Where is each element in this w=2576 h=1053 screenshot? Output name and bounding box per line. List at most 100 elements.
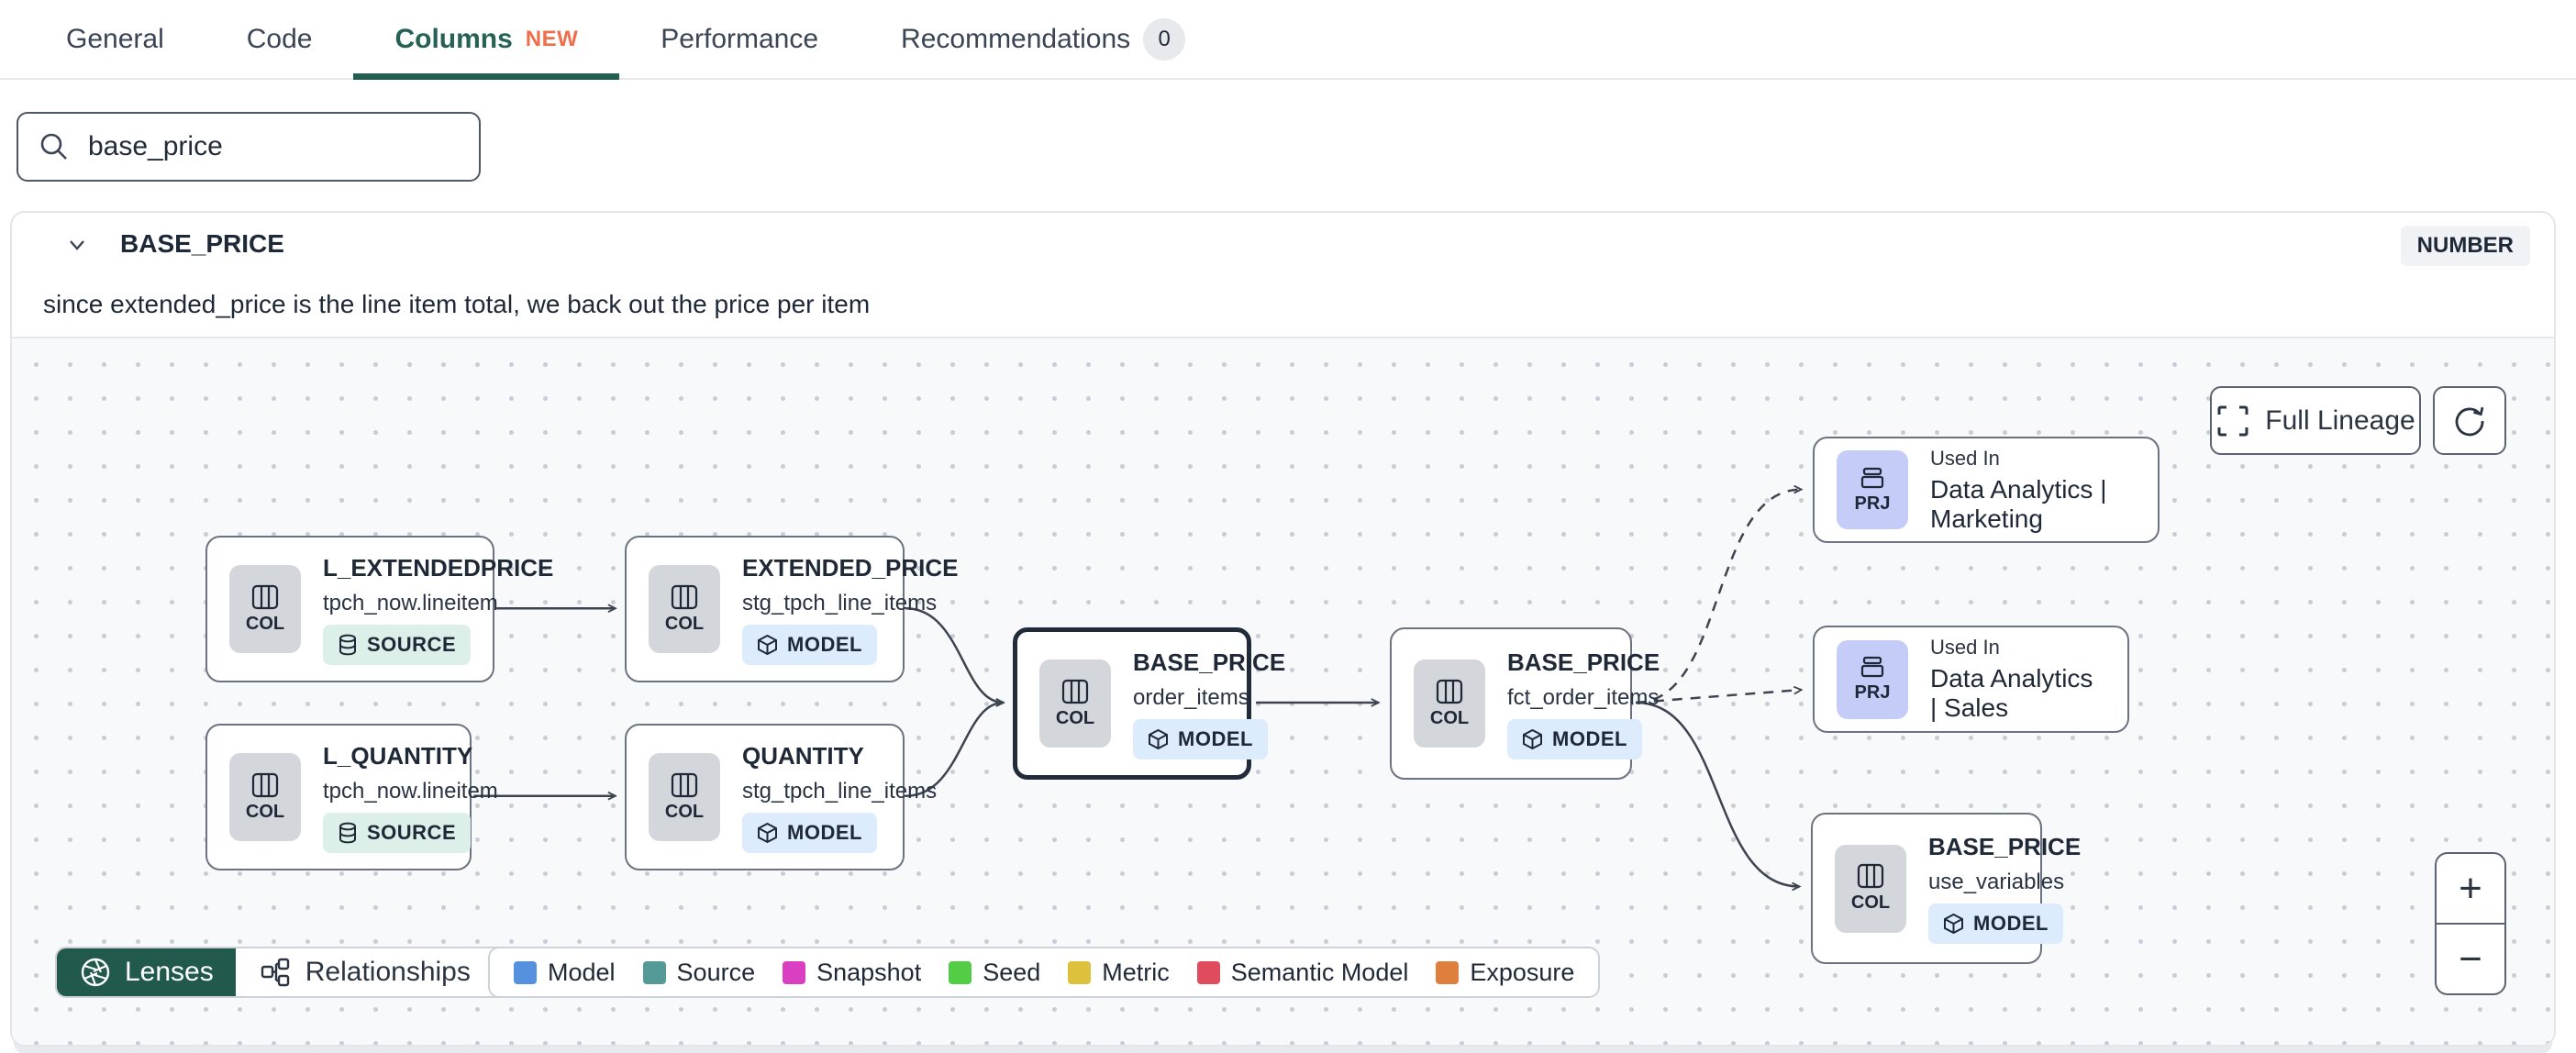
node-subtitle: order_items xyxy=(1133,684,1249,710)
expand-icon xyxy=(2217,405,2248,436)
source-swatch xyxy=(642,960,666,984)
legend-item-snapshot: Snapshot xyxy=(783,959,921,987)
snapshot-swatch xyxy=(783,960,806,984)
columns-icon xyxy=(1061,679,1089,704)
chip-label: COL xyxy=(1850,892,1891,913)
collapse-chevron-icon[interactable] xyxy=(63,235,91,255)
node-extended-price[interactable]: COL EXTENDED_PRICE stg_tpch_line_items M… xyxy=(625,536,959,682)
legend-item-source: Source xyxy=(642,959,755,987)
model-badge: MODEL xyxy=(1928,903,2063,944)
lineage-canvas[interactable]: COL L_EXTENDEDPRICE tpch_now.lineitem SO… xyxy=(12,337,2554,1045)
legend-item-seed: Seed xyxy=(949,959,1040,987)
tab-code[interactable]: Code xyxy=(205,0,354,78)
source-badge: SOURCE xyxy=(323,812,472,853)
legend-item-model: Model xyxy=(514,959,616,987)
lineage-edges xyxy=(473,484,1804,892)
legend-item-exposure: Exposure xyxy=(1436,959,1574,987)
column-search[interactable] xyxy=(17,112,481,182)
node-quantity[interactable]: COL QUANTITY stg_tpch_line_items MODEL xyxy=(625,724,937,870)
relationships-label: Relationships xyxy=(305,957,471,987)
node-title: Data Analytics | Sales xyxy=(1930,664,2093,722)
tab-performance[interactable]: Performance xyxy=(619,0,860,78)
columns-icon xyxy=(1436,679,1463,704)
chip-label: PRJ xyxy=(1854,493,1891,514)
columns-icon xyxy=(251,584,279,609)
chip-label: COL xyxy=(1055,707,1095,728)
node-title: Data Analytics | Marketing xyxy=(1930,474,2107,533)
tab-columns-label: Columns xyxy=(394,23,513,54)
node-subtitle: use_variables xyxy=(1928,870,2065,894)
node-used-in-sales[interactable]: PRJ Used In Data Analytics | Sales xyxy=(1813,626,2129,733)
project-chip: PRJ xyxy=(1837,450,1908,529)
tab-performance-label: Performance xyxy=(661,23,819,54)
node-title: L_QUANTITY xyxy=(323,741,473,770)
node-base-price-order-items-selected[interactable]: COL BASE_PRICE order_items MODEL xyxy=(1013,627,1285,780)
chip-label: COL xyxy=(245,613,285,634)
node-title: QUANTITY xyxy=(742,741,864,770)
zoom-in-button[interactable]: + xyxy=(2437,854,2504,925)
model-badge: MODEL xyxy=(742,624,877,665)
node-l-quantity[interactable]: COL L_QUANTITY tpch_now.lineitem SOURCE xyxy=(205,724,498,870)
column-chip: COL xyxy=(1414,660,1485,748)
zoom-out-button[interactable]: − xyxy=(2459,936,2482,981)
node-type-legend: Model Source Snapshot Seed Metric Semant… xyxy=(488,947,1601,998)
full-lineage-button[interactable]: Full Lineage xyxy=(2210,386,2421,455)
tab-recommendations-label: Recommendations xyxy=(901,23,1131,54)
project-icon xyxy=(1860,467,1884,488)
column-chip: COL xyxy=(649,753,720,841)
chip-label: COL xyxy=(245,801,285,822)
node-subtitle: tpch_now.lineitem xyxy=(323,590,498,615)
column-chip: COL xyxy=(229,565,301,653)
database-icon xyxy=(339,634,356,655)
node-l-extendedprice[interactable]: COL L_EXTENDEDPRICE tpch_now.lineitem SO… xyxy=(205,536,553,682)
node-base-price-use-variables[interactable]: COL BASE_PRICE use_variables MODEL xyxy=(1811,813,2081,964)
column-chip: COL xyxy=(229,753,301,841)
recommendations-count-badge: 0 xyxy=(1143,17,1186,61)
chip-label: COL xyxy=(664,613,705,634)
lenses-label: Lenses xyxy=(125,957,214,987)
exposure-swatch xyxy=(1436,960,1460,984)
relationships-icon xyxy=(261,958,289,987)
tab-bar: General Code Columns NEW Performance Rec… xyxy=(0,0,2576,80)
node-title: EXTENDED_PRICE xyxy=(742,553,959,582)
cube-icon xyxy=(758,822,777,843)
node-subtitle: tpch_now.lineitem xyxy=(323,778,498,804)
node-title: BASE_PRICE xyxy=(1133,648,1286,676)
tab-code-label: Code xyxy=(246,23,313,54)
new-badge: NEW xyxy=(525,26,579,51)
node-subtitle: stg_tpch_line_items xyxy=(742,778,938,804)
column-description: since extended_price is the line item to… xyxy=(43,290,871,318)
column-detail-card: BASE_PRICE NUMBER since extended_price i… xyxy=(10,211,2556,1047)
tab-recommendations[interactable]: Recommendations 0 xyxy=(860,0,1227,78)
search-input[interactable] xyxy=(88,131,459,162)
refresh-icon xyxy=(2455,406,2484,436)
tab-columns[interactable]: Columns NEW xyxy=(353,0,620,80)
node-base-price-fct-order-items[interactable]: COL BASE_PRICE fct_order_items MODEL xyxy=(1390,627,1660,780)
model-badge: MODEL xyxy=(1133,718,1268,759)
tab-general-label: General xyxy=(66,23,164,54)
used-in-label: Used In xyxy=(1930,446,2000,470)
lenses-button[interactable]: Lenses xyxy=(57,948,236,996)
relationships-dropdown[interactable]: Relationships xyxy=(235,948,533,996)
legend-item-metric: Metric xyxy=(1068,959,1170,987)
column-type-badge: NUMBER xyxy=(2400,226,2530,266)
column-chip: COL xyxy=(649,565,720,653)
database-icon xyxy=(339,822,356,843)
zoom-controls: + − xyxy=(2435,852,2506,995)
project-icon xyxy=(1860,656,1884,678)
column-name: BASE_PRICE xyxy=(120,229,284,258)
node-subtitle: fct_order_items xyxy=(1507,684,1660,710)
refresh-button[interactable] xyxy=(2433,386,2506,455)
node-title: BASE_PRICE xyxy=(1507,648,1660,676)
model-badge: MODEL xyxy=(742,812,877,853)
legend-item-semantic-model: Semantic Model xyxy=(1196,959,1408,987)
cube-icon xyxy=(1149,728,1168,749)
cube-icon xyxy=(1523,728,1542,749)
tab-general[interactable]: General xyxy=(25,0,205,78)
lens-toolbar: Lenses Relationships xyxy=(55,947,535,998)
chip-label: COL xyxy=(664,801,705,822)
source-badge: SOURCE xyxy=(323,624,472,665)
column-chip: COL xyxy=(1835,844,1906,933)
node-used-in-marketing[interactable]: PRJ Used In Data Analytics | Marketing xyxy=(1813,437,2160,543)
node-subtitle: stg_tpch_line_items xyxy=(742,590,938,615)
